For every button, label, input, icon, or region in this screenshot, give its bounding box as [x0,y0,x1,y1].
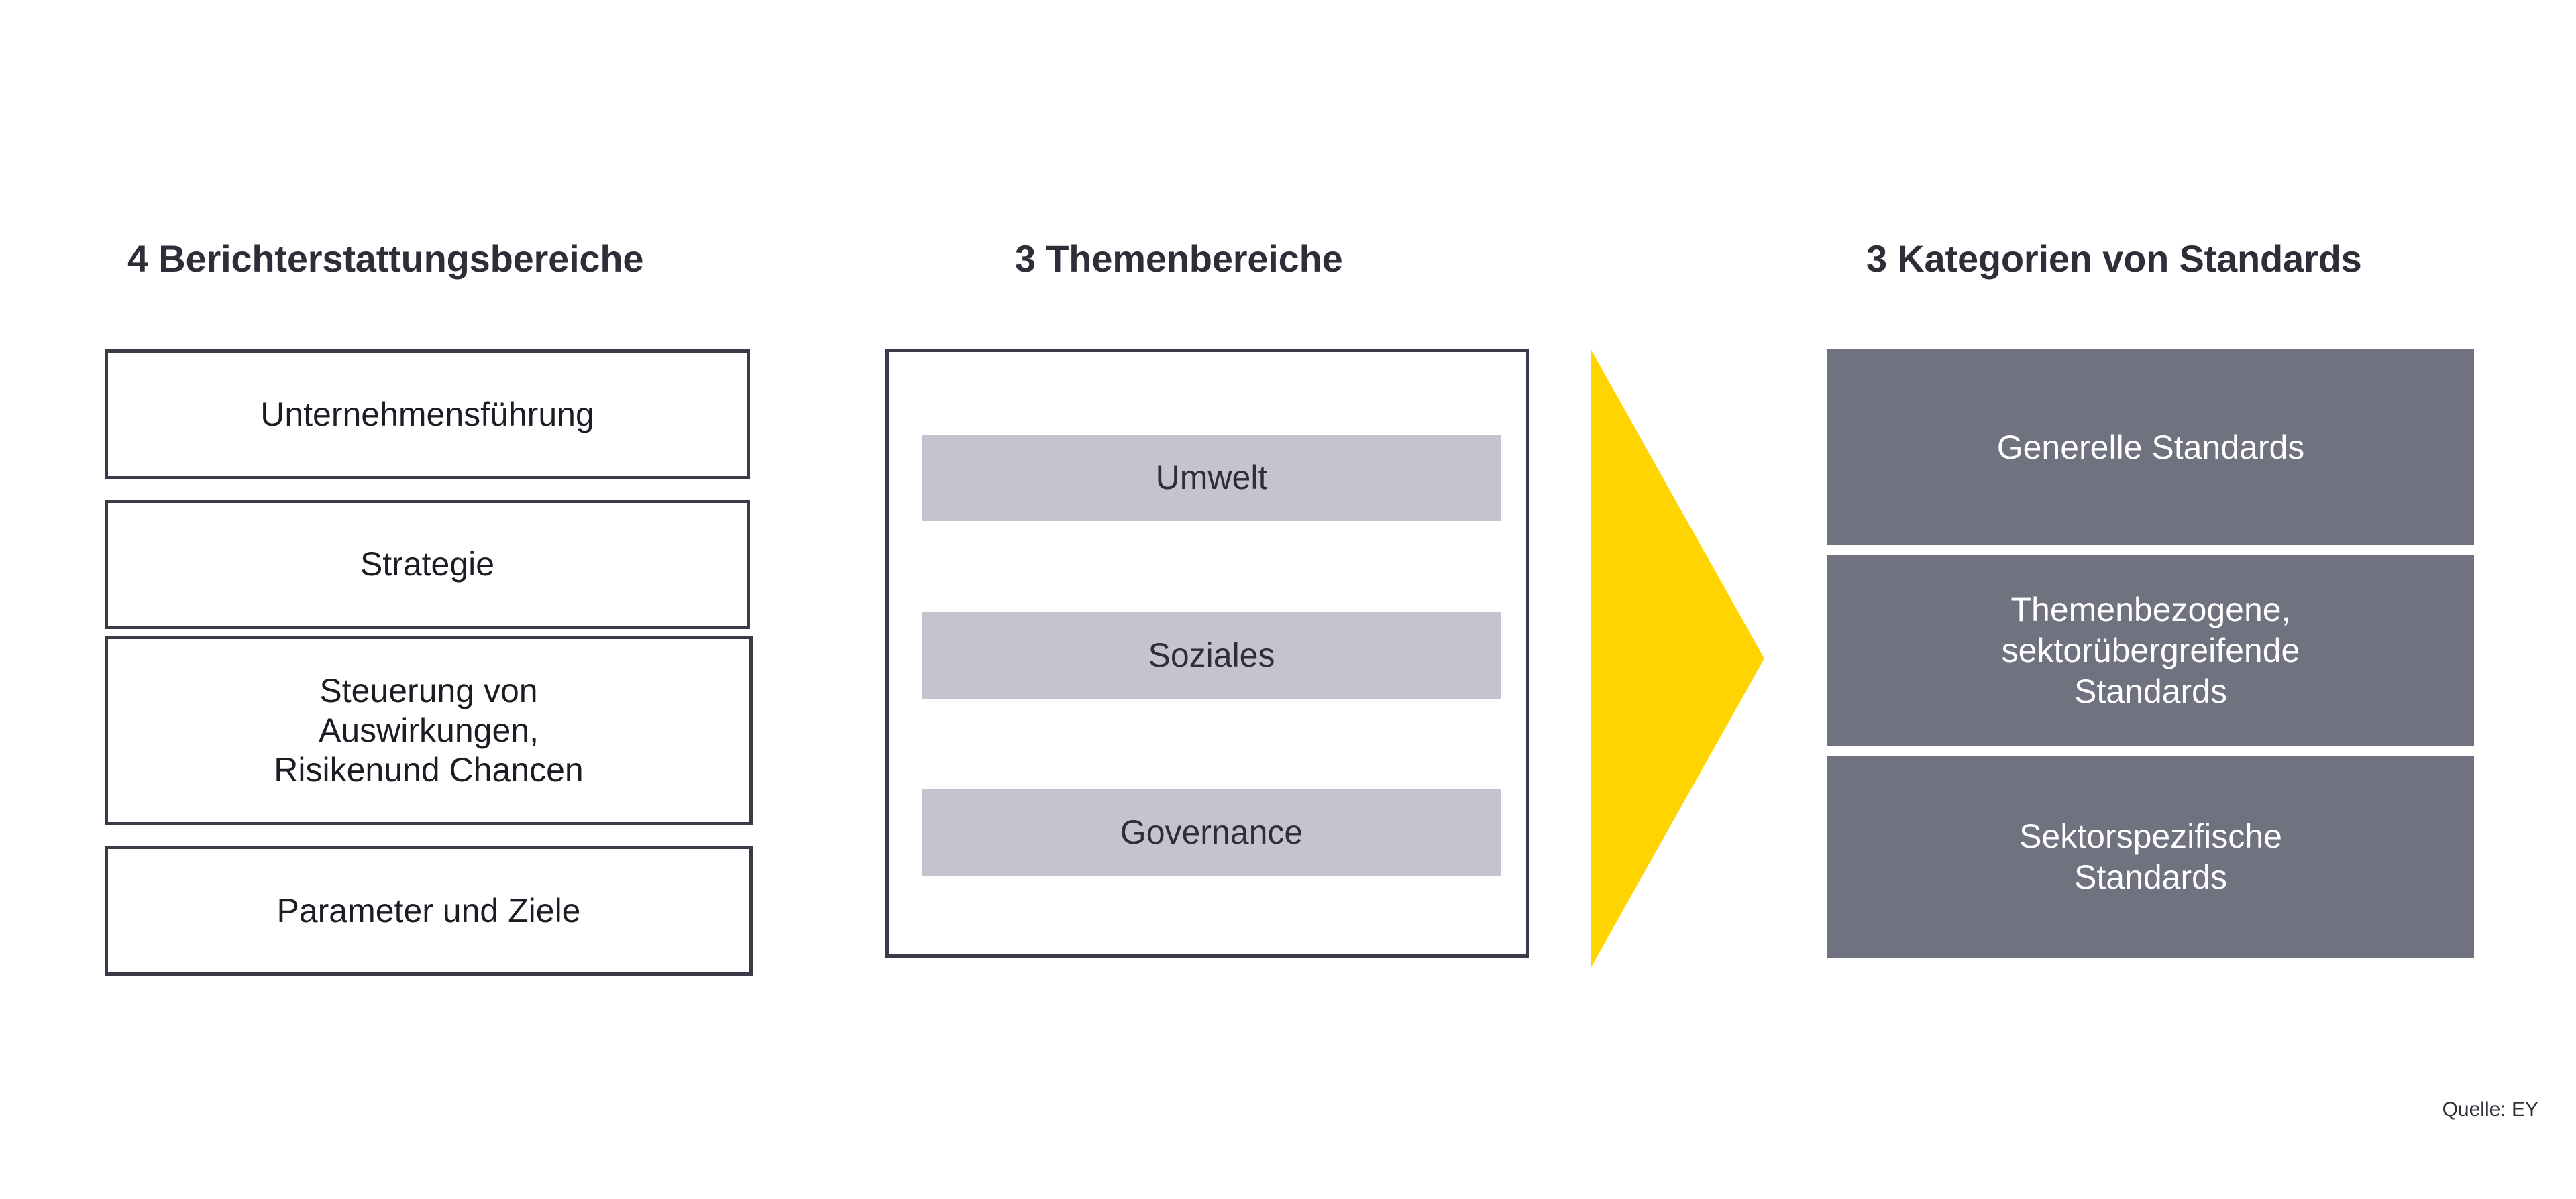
standard-category-label: Generelle Standards [1996,428,2305,466]
reporting-area-label: Parameter und Ziele [276,891,581,929]
standard-category-box: Generelle Standards [1827,349,2474,545]
arrow-right-triangle-shape [1591,350,1764,967]
column-heading-topic-areas: 3 Themenbereiche [1015,237,1343,280]
topic-area-label: Governance [1120,813,1303,851]
reporting-area-box: Unternehmensführung [105,349,750,479]
topic-area-bar: Soziales [922,612,1501,699]
topic-area-label: Soziales [1148,636,1275,674]
column-heading-reporting-areas: 4 Berichterstattungsbereiche [127,237,644,280]
source-note: Quelle: EY [2442,1098,2538,1121]
reporting-area-box: Parameter und Ziele [105,846,753,976]
arrow-right-triangle-icon [1591,350,1764,967]
column-heading-standard-categories: 3 Kategorien von Standards [1866,237,2362,280]
topic-area-bar: Umwelt [922,435,1501,521]
topic-area-label: Umwelt [1155,459,1268,496]
topic-area-bar: Governance [922,789,1501,876]
reporting-area-box: Strategie [105,500,750,629]
reporting-area-label: Unternehmensführung [260,395,594,433]
arrow-triangle-polygon [1591,350,1764,967]
reporting-area-label: Strategie [360,545,495,583]
